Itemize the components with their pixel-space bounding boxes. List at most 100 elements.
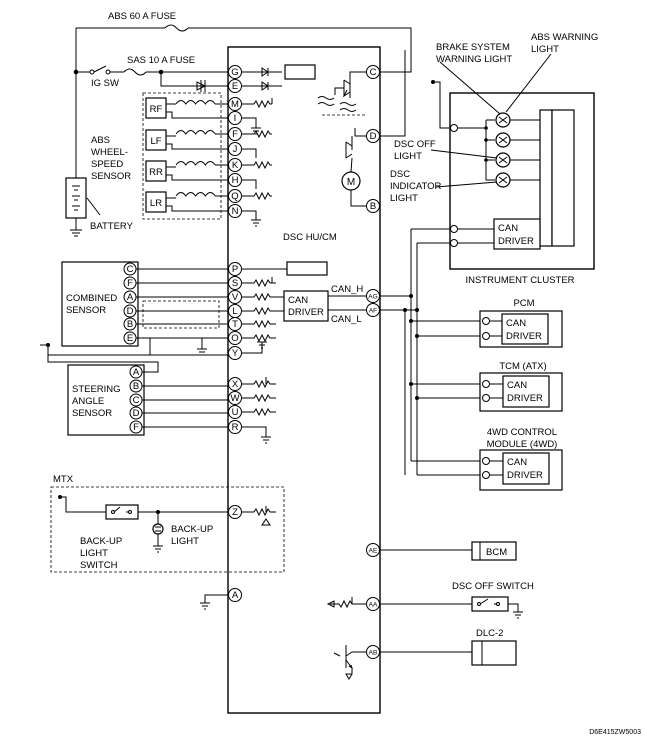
hu-pin-X-label: X (232, 379, 239, 390)
backup-light-switch-icon (105, 504, 139, 520)
hu-pin-Y-label: Y (232, 348, 239, 359)
pcm-can-label-2: DRIVER (506, 331, 542, 342)
hu-pin-AF (366, 303, 380, 317)
hu-pin-R (228, 420, 242, 434)
abs-light-label-1: ABS WARNING (531, 32, 598, 43)
hu-right-pins: C D B AG AF AE AA AB (366, 65, 380, 659)
abs60-fuse-label: ABS 60 A FUSE (108, 11, 176, 22)
hu-pin-A (228, 588, 242, 602)
hu-pin-N-label: N (232, 206, 239, 217)
abs-wheel-speed-sensors: ABS WHEEL- SPEED SENSOR RF LF RR LR (91, 92, 228, 220)
backup-light-label-1: BACK-UP (171, 524, 213, 535)
hu-pin-D (366, 129, 380, 143)
hu-pin-T (228, 317, 242, 331)
hu-pin-G-label: G (231, 67, 238, 78)
hu-pin-Z-label: Z (232, 507, 238, 518)
pump-relay-circuit: M (317, 71, 366, 207)
wheel-lr-label: LR (150, 198, 162, 209)
mtx-section: MTX BACK-UP LIGHT SWITCH BACK-UP LIGHT (50, 474, 285, 573)
hu-can-driver-label-1: CAN (288, 295, 308, 306)
hu-pin-C (366, 65, 380, 79)
sas10-fuse-icon (123, 68, 147, 76)
instrument-cluster: BRAKE SYSTEM WARNING LIGHT ABS WARNING L… (390, 32, 598, 286)
hu-pin-V (228, 290, 242, 304)
hu-pin-W-label: W (231, 393, 240, 404)
can-bus (380, 228, 480, 476)
fourwd-can-label-1: CAN (507, 457, 527, 468)
bcm-module: BCM (380, 541, 517, 561)
hu-pin-I (228, 111, 242, 125)
hu-pin-AA-label: AA (369, 602, 378, 609)
pcm-label: PCM (513, 298, 534, 309)
ig-switch-label: IG SW (91, 78, 119, 89)
hu-pin-B (366, 199, 380, 213)
dlc2-connector: DLC-2 (333, 628, 517, 680)
dsc-off-switch-icon (471, 596, 509, 612)
hu-pin-F-label: F (232, 129, 238, 140)
tcm-can-label-1: CAN (507, 380, 527, 391)
dsc-ind-light-label-3: LIGHT (390, 193, 418, 204)
fourwd-can-label-2: DRIVER (507, 470, 543, 481)
battery-label: BATTERY (90, 221, 134, 232)
combined-pin-E: E (127, 333, 133, 344)
hu-pin-O-label: O (231, 333, 238, 344)
abs60-fuse-icon (164, 24, 189, 32)
hu-pin-S-label: S (232, 278, 238, 289)
dsc-off-switch-label: DSC OFF SWITCH (452, 581, 534, 592)
internal-resistor-networks (242, 98, 273, 227)
internal-supply-circuit (242, 64, 316, 91)
hu-pin-Z (228, 505, 242, 519)
hu-pin-AA (366, 597, 380, 611)
cluster-label: INSTRUMENT CLUSTER (465, 275, 574, 286)
hu-pin-U-label: U (232, 407, 239, 418)
dsc-off-light-label-2: LIGHT (394, 151, 422, 162)
steering-pin-A: A (133, 367, 140, 378)
brake-light-label-1: BRAKE SYSTEM (436, 42, 510, 53)
steering-internal (242, 377, 276, 444)
hu-pin-AG-label: AG (368, 294, 377, 301)
backup-switch-label-2: LIGHT (80, 548, 108, 559)
hu-pin-X (228, 377, 242, 391)
backup-light-icon (152, 523, 164, 535)
dsc-hucm-module (227, 46, 381, 714)
wheel-lf-label: LF (150, 136, 161, 147)
backup-switch-label-3: SWITCH (80, 560, 118, 571)
hu-can-driver: CAN DRIVER CAN_H CAN_L (283, 284, 366, 325)
fourwd-label-1: 4WD CONTROL (487, 427, 557, 438)
hu-pin-AB (366, 645, 380, 659)
mtx-label: MTX (53, 474, 74, 485)
hu-pin-D-label: D (370, 131, 377, 142)
tcm-label: TCM (ATX) (499, 361, 546, 372)
hu-pin-E-label: E (232, 81, 238, 92)
tcm-can-label-2: DRIVER (507, 393, 543, 404)
can-h-label: CAN_H (331, 284, 363, 295)
combined-sensor-internal (242, 261, 328, 354)
hu-pin-I-label: I (234, 113, 237, 124)
dlc-label: DLC-2 (476, 628, 503, 639)
hu-pin-G (228, 65, 242, 79)
hu-pin-K (228, 158, 242, 172)
steering-sensor-label-1: STEERING (72, 384, 121, 395)
hu-pin-M (228, 97, 242, 111)
steering-sensor-label-3: SENSOR (72, 408, 112, 419)
cluster-can-driver-label-1: CAN (498, 223, 518, 234)
abs-sensor-label-4: SENSOR (91, 171, 131, 182)
bcm-label: BCM (486, 547, 507, 558)
hu-pin-J-label: J (233, 144, 238, 155)
steering-sensor-label-2: ANGLE (72, 396, 104, 407)
abs-sensor-label-1: ABS (91, 135, 110, 146)
hu-pin-J (228, 142, 242, 156)
hu-pin-S (228, 276, 242, 290)
hu-left-pins: G E M I F J K H Q N P S V L T O Y X W (228, 65, 242, 602)
wheel-rf-label: RF (150, 104, 163, 115)
hu-pin-R-label: R (232, 422, 239, 433)
tcm-module: TCM (ATX) CAN DRIVER (479, 361, 563, 412)
hu-pin-V-label: V (232, 292, 239, 303)
sas10-fuse-label: SAS 10 A FUSE (127, 55, 195, 66)
combined-sensor-label-1: COMBINED (66, 293, 117, 304)
hu-pin-AB-label: AB (369, 650, 378, 657)
battery: BATTERY (65, 177, 134, 237)
steering-pin-B: B (133, 381, 139, 392)
hu-pin-C-label: C (370, 67, 377, 78)
fourwd-module: 4WD CONTROL MODULE (4WD) CAN DRIVER (479, 427, 563, 491)
